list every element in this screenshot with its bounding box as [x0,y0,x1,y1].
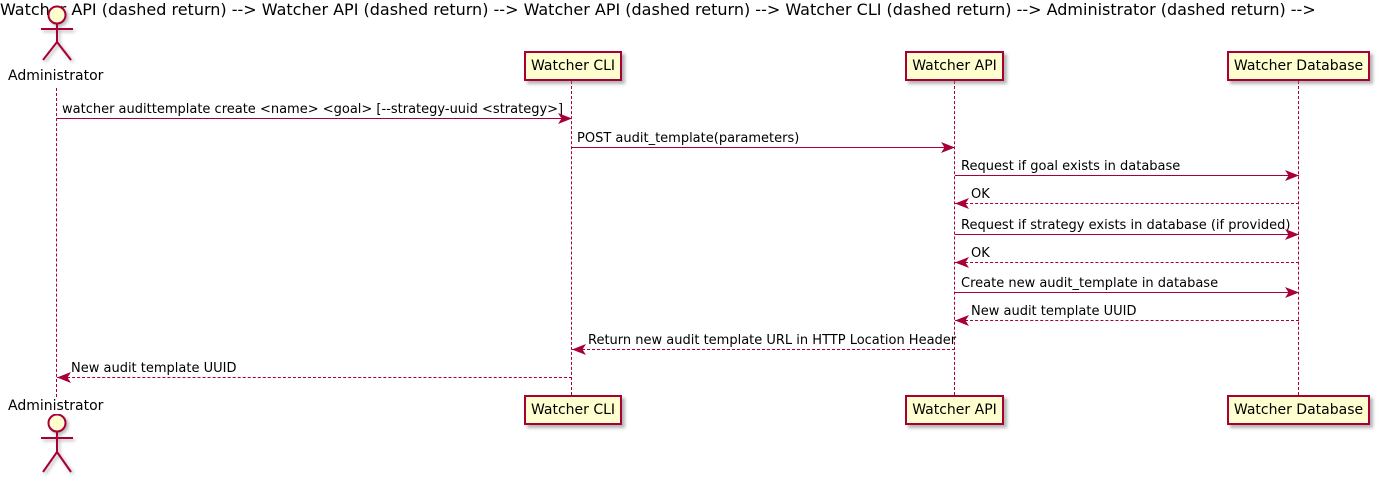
message-line [955,292,1299,293]
message-label: New audit template UUID [971,304,1137,319]
message-label: Create new audit_template in database [961,276,1219,291]
message-line [572,349,955,350]
message-line [955,234,1299,235]
actor-icon [41,5,73,61]
participant-box-watcher-api-top: Watcher API [905,51,1004,81]
arrowhead-right-icon [941,142,955,153]
message-line [57,377,572,378]
actor-label-administrator-top: Administrator [8,68,104,84]
participant-box-watcher-cli-bottom: Watcher CLI [524,395,622,425]
message-label: Request if goal exists in database [961,159,1181,174]
message-label: Return new audit template URL in HTTP Lo… [588,333,957,348]
arrowhead-left-icon [955,257,969,268]
message-label: watcher audittemplate create <name> <goa… [62,102,564,117]
arrowhead-left-icon [572,344,586,355]
lifeline-administrator [56,88,57,397]
message-label: New audit template UUID [71,361,237,376]
message-label: Request if strategy exists in database (… [961,218,1291,233]
arrowhead-left-icon [955,198,969,209]
participant-box-watcher-cli-top: Watcher CLI [524,51,622,81]
lifeline-watcher-api [954,81,955,395]
message-line [572,147,955,148]
actor-icon [41,414,73,473]
arrowhead-right-icon [558,113,572,124]
message-label: POST audit_template(parameters) [577,131,800,146]
lifeline-watcher-database [1298,81,1299,395]
message-line [955,320,1299,321]
message-line [955,203,1299,204]
message-line [955,262,1299,263]
arrowhead-right-icon [1285,229,1299,240]
arrowhead-left-icon [955,315,969,326]
message-label: OK [971,246,990,261]
arrowhead-right-icon [1285,170,1299,181]
message-line [57,118,572,119]
actor-label-administrator-bottom: Administrator [8,398,104,414]
message-line [955,175,1299,176]
arrowhead-right-icon [1285,287,1299,298]
message-label: OK [971,187,990,202]
lifeline-watcher-cli [571,81,572,395]
participant-box-watcher-database-top: Watcher Database [1227,51,1370,81]
arrowhead-left-icon [57,372,71,383]
participant-box-watcher-api-bottom: Watcher API [905,395,1004,425]
participant-box-watcher-database-bottom: Watcher Database [1227,395,1370,425]
